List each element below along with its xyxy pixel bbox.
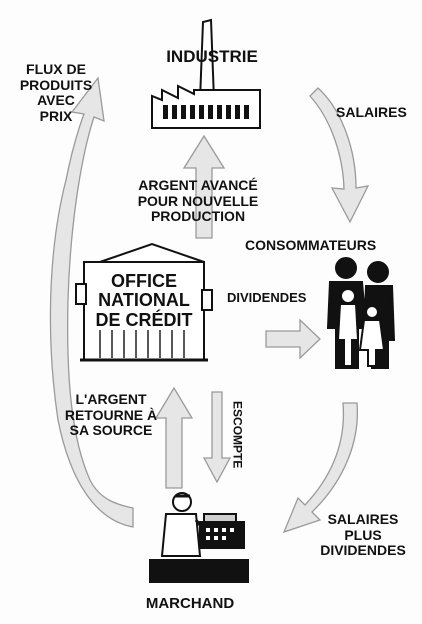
flux-produits-line-4: PRIX [39,108,73,125]
salaires-plus-dividendes-arrow [282,402,359,534]
industrie-label: INDUSTRIE [166,47,258,66]
argent-retourne-label: L'ARGENT RETOURNE À SA SOURCE [56,391,166,439]
salaires-plus-dividendes-line-1: SALAIRES [327,511,399,527]
office-label: OFFICE NATIONAL DE CRÉDIT [90,271,198,331]
office-line-2: NATIONAL [98,290,190,311]
salaires-label: SALAIRES [336,104,407,120]
salaires-arrow [309,87,370,224]
argent-avance-line-3: PRODUCTION [150,208,246,225]
argent-retourne-line-1: L'ARGENT [75,391,147,407]
marchand-label: MARCHAND [145,595,235,612]
argent-avance-line-1: ARGENT AVANCÉ [138,177,258,193]
factory-icon [151,18,261,129]
office-line-1: OFFICE [111,271,177,291]
dividendes-label: DIVIDENDES [227,290,307,305]
argent-avance-label: ARGENT AVANCÉ POUR NOUVELLE PRODUCTION [118,177,278,225]
flux-produits-label: FLUX DE PRODUITS AVEC PRIX [4,61,108,125]
argent-retourne-line-2: RETOURNE À [64,406,158,423]
flux-produits-line-2: PRODUITS [19,76,93,93]
argent-retourne-arrow [154,386,194,489]
dividendes-arrow [265,318,321,360]
merchant-at-register-icon [149,492,249,583]
family-icon [326,257,396,369]
flux-produits-line-3: AVEC [37,92,75,109]
argent-avance-line-2: POUR NOUVELLE [137,192,259,209]
argent-retourne-line-3: SA SOURCE [69,422,153,439]
escompte-label: ESCOMPTE [230,401,245,469]
argent-avance-arrow [182,134,226,239]
salaires-plus-dividendes-line-2: PLUS [344,526,382,543]
consommateurs-label: CONSOMMATEURS [245,237,377,253]
flux-produits-line-1: FLUX DE [26,61,86,77]
escompte-arrow [202,391,232,484]
flux-produits-arrow [49,76,134,528]
salaires-plus-dividendes-line-3: DIVIDENDES [320,542,406,559]
office-line-3: DE CRÉDIT [95,309,193,330]
salaires-plus-dividendes-label: SALAIRES PLUS DIVIDENDES [308,511,418,559]
